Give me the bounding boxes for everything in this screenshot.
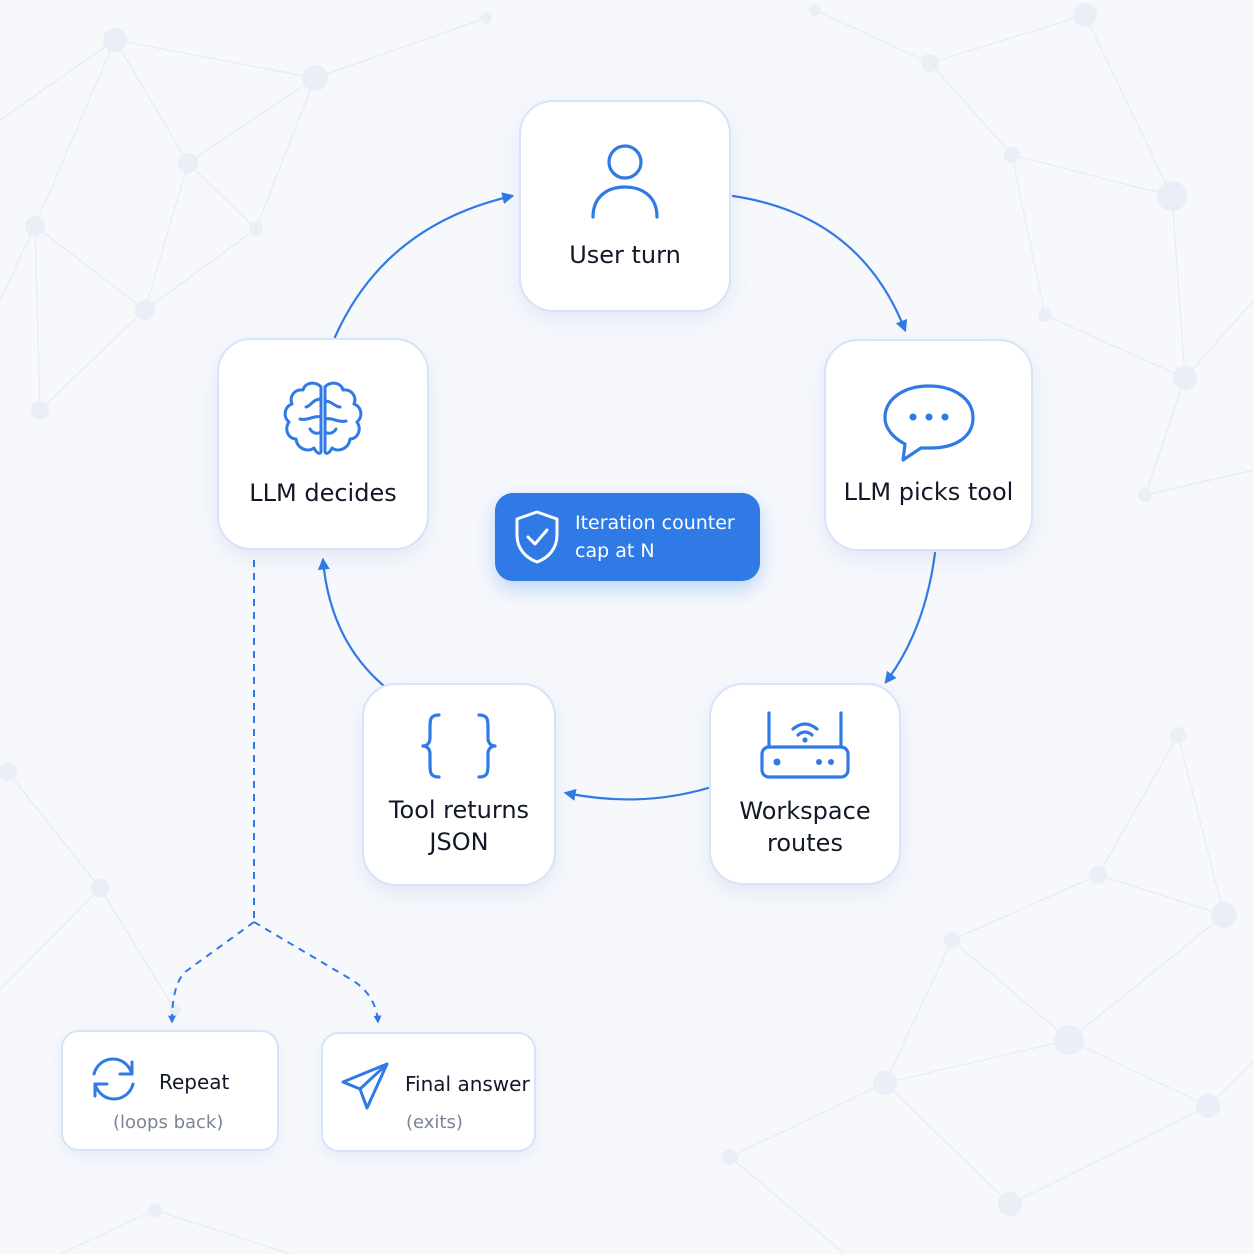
router-icon xyxy=(760,711,850,779)
node-label: Workspace routes xyxy=(739,797,871,857)
node-llm-decides: LLM decides xyxy=(217,338,429,550)
arrow-routes-to-json xyxy=(563,786,710,801)
iteration-counter-badge: Iteration counter cap at N xyxy=(495,493,760,581)
speech-bubble-icon xyxy=(882,384,975,462)
brain-icon xyxy=(283,381,363,455)
shield-check-icon xyxy=(515,510,559,564)
badge-text: Iteration counter cap at N xyxy=(575,509,735,565)
outcome-repeat: Repeat (loops back) xyxy=(61,1030,279,1151)
node-label: LLM picks tool xyxy=(843,478,1014,506)
outcome-subtitle: (loops back) xyxy=(113,1112,224,1133)
curly-braces-icon xyxy=(421,712,497,779)
arrow-json-to-decides xyxy=(317,557,386,688)
badge-line-2: cap at N xyxy=(575,540,655,562)
refresh-icon xyxy=(92,1057,135,1101)
badge-line-1: Iteration counter xyxy=(575,512,735,534)
outcome-title: Final answer xyxy=(405,1072,530,1096)
arrow-decides-to-user xyxy=(333,192,515,339)
node-user-turn: User turn xyxy=(519,100,731,312)
outcome-subtitle: (exits) xyxy=(406,1112,463,1133)
dashed-branch-final xyxy=(253,921,382,1024)
node-label: Tool returns JSON xyxy=(388,795,530,856)
node-label: LLM decides xyxy=(249,479,397,507)
dashed-branch-repeat xyxy=(168,921,255,1024)
arrow-picks-to-routes xyxy=(884,551,937,684)
send-icon xyxy=(341,1062,389,1110)
outcome-title: Repeat xyxy=(159,1070,230,1094)
node-workspace-routes: Workspace routes xyxy=(709,683,901,885)
node-label: User turn xyxy=(569,241,681,269)
arrow-user-to-picks xyxy=(731,194,908,333)
node-llm-picks-tool: LLM picks tool xyxy=(824,339,1033,551)
outcome-final-answer: Final answer (exits) xyxy=(321,1032,536,1152)
node-tool-returns-json: Tool returns JSON xyxy=(362,683,556,886)
user-icon xyxy=(591,144,659,219)
